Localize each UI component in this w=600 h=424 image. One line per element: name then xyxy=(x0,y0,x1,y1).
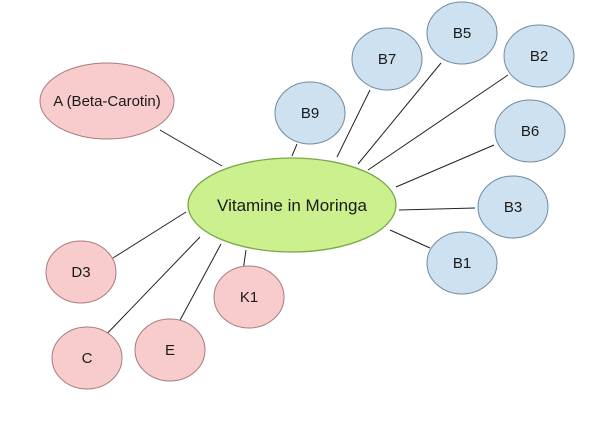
node-b5-label: B5 xyxy=(453,25,471,42)
node-b2: B2 xyxy=(503,24,575,88)
node-d3: D3 xyxy=(45,240,117,304)
connector-d3 xyxy=(112,211,187,259)
connector-b7 xyxy=(336,89,371,158)
node-b9: B9 xyxy=(274,81,346,145)
node-b7-shape xyxy=(351,27,423,91)
node-k1: K1 xyxy=(213,265,285,329)
node-b3-label: B3 xyxy=(504,199,522,216)
node-b6-shape xyxy=(494,99,566,163)
node-b1-shape xyxy=(426,231,498,295)
node-b1: B1 xyxy=(426,231,498,295)
node-e-shape xyxy=(134,318,206,382)
node-b9-shape xyxy=(274,81,346,145)
node-a: A (Beta-Carotin) xyxy=(39,62,175,140)
connector-b9 xyxy=(291,143,298,157)
node-b6: B6 xyxy=(494,99,566,163)
node-b1-label: B1 xyxy=(453,255,471,272)
node-a-shape xyxy=(39,62,175,140)
node-a-label: A (Beta-Carotin) xyxy=(53,93,161,110)
center-node-shape xyxy=(187,157,397,253)
node-b5-shape xyxy=(426,1,498,65)
node-b3: B3 xyxy=(477,175,549,239)
connector-b5 xyxy=(357,62,442,165)
node-e: E xyxy=(134,318,206,382)
node-c: C xyxy=(51,326,123,390)
center-node-label: Vitamine in Moringa xyxy=(217,196,367,215)
node-b3-shape xyxy=(477,175,549,239)
node-c-label: C xyxy=(82,350,93,367)
node-b7-label: B7 xyxy=(378,51,396,68)
connector-b1 xyxy=(389,229,431,249)
connector-c xyxy=(99,236,201,342)
center-node: Vitamine in Moringa xyxy=(187,157,397,253)
connector-b2 xyxy=(367,74,509,171)
node-b7: B7 xyxy=(351,27,423,91)
node-k1-label: K1 xyxy=(240,289,258,306)
connector-b6 xyxy=(395,144,495,188)
node-c-shape xyxy=(51,326,123,390)
node-b2-label: B2 xyxy=(530,48,548,65)
node-d3-label: D3 xyxy=(71,264,90,281)
connector-a xyxy=(159,129,223,167)
connector-e xyxy=(177,243,222,325)
node-b9-label: B9 xyxy=(301,105,319,122)
node-b6-label: B6 xyxy=(521,123,539,140)
node-d3-shape xyxy=(45,240,117,304)
node-b5: B5 xyxy=(426,1,498,65)
node-k1-shape xyxy=(213,265,285,329)
node-b2-shape xyxy=(503,24,575,88)
connector-b3 xyxy=(398,207,476,211)
node-e-label: E xyxy=(165,342,175,359)
